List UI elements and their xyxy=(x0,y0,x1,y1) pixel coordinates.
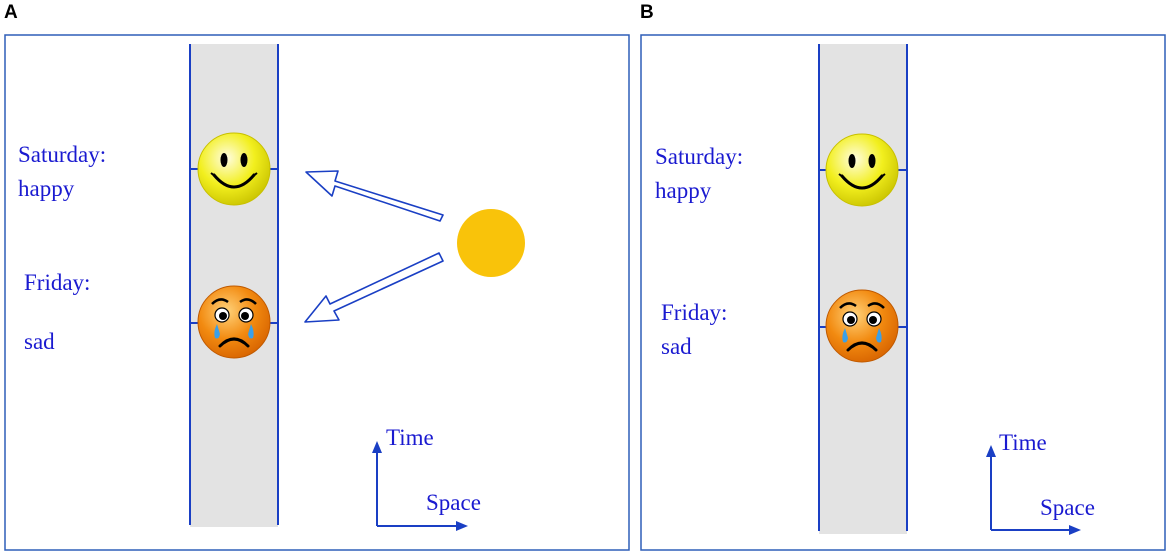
panel-b-frame xyxy=(640,34,1166,551)
sad-face-icon xyxy=(197,285,271,359)
panel-b: Saturday: happy Friday: sad Time Space xyxy=(640,34,1166,551)
panel-a-time-label: Time xyxy=(386,425,434,450)
panel-a: Saturday: happy Friday: sad Time Space xyxy=(4,34,630,551)
panel-a-frame xyxy=(4,34,630,551)
panel-b-friday-label: Friday: xyxy=(661,300,727,325)
panel-a-sad-label: sad xyxy=(24,329,55,354)
panel-a-happy-label: happy xyxy=(18,176,75,201)
happy-face-icon xyxy=(197,132,271,206)
happy-face-icon xyxy=(825,133,899,207)
panel-b-saturday-label: Saturday: xyxy=(655,144,743,169)
panel-a-saturday-label: Saturday: xyxy=(18,142,106,167)
arrow-icon xyxy=(304,252,444,323)
panel-a-friday-label: Friday: xyxy=(24,270,90,295)
sad-face-icon xyxy=(825,289,899,363)
panel-b-happy-label: happy xyxy=(655,178,712,203)
panel-b-space-label: Space xyxy=(1040,495,1095,520)
panel-b-axes xyxy=(986,445,1081,535)
panel-b-time-label: Time xyxy=(999,430,1047,455)
panel-a-axes xyxy=(372,441,468,531)
panel-b-letter: B xyxy=(640,2,654,23)
panel-b-worldline xyxy=(818,44,908,534)
panel-a-space-label: Space xyxy=(426,490,481,515)
panel-a-letter: A xyxy=(4,2,18,23)
sun-icon xyxy=(457,209,525,277)
arrow-icon xyxy=(305,170,444,222)
panel-b-sad-label: sad xyxy=(661,334,692,359)
